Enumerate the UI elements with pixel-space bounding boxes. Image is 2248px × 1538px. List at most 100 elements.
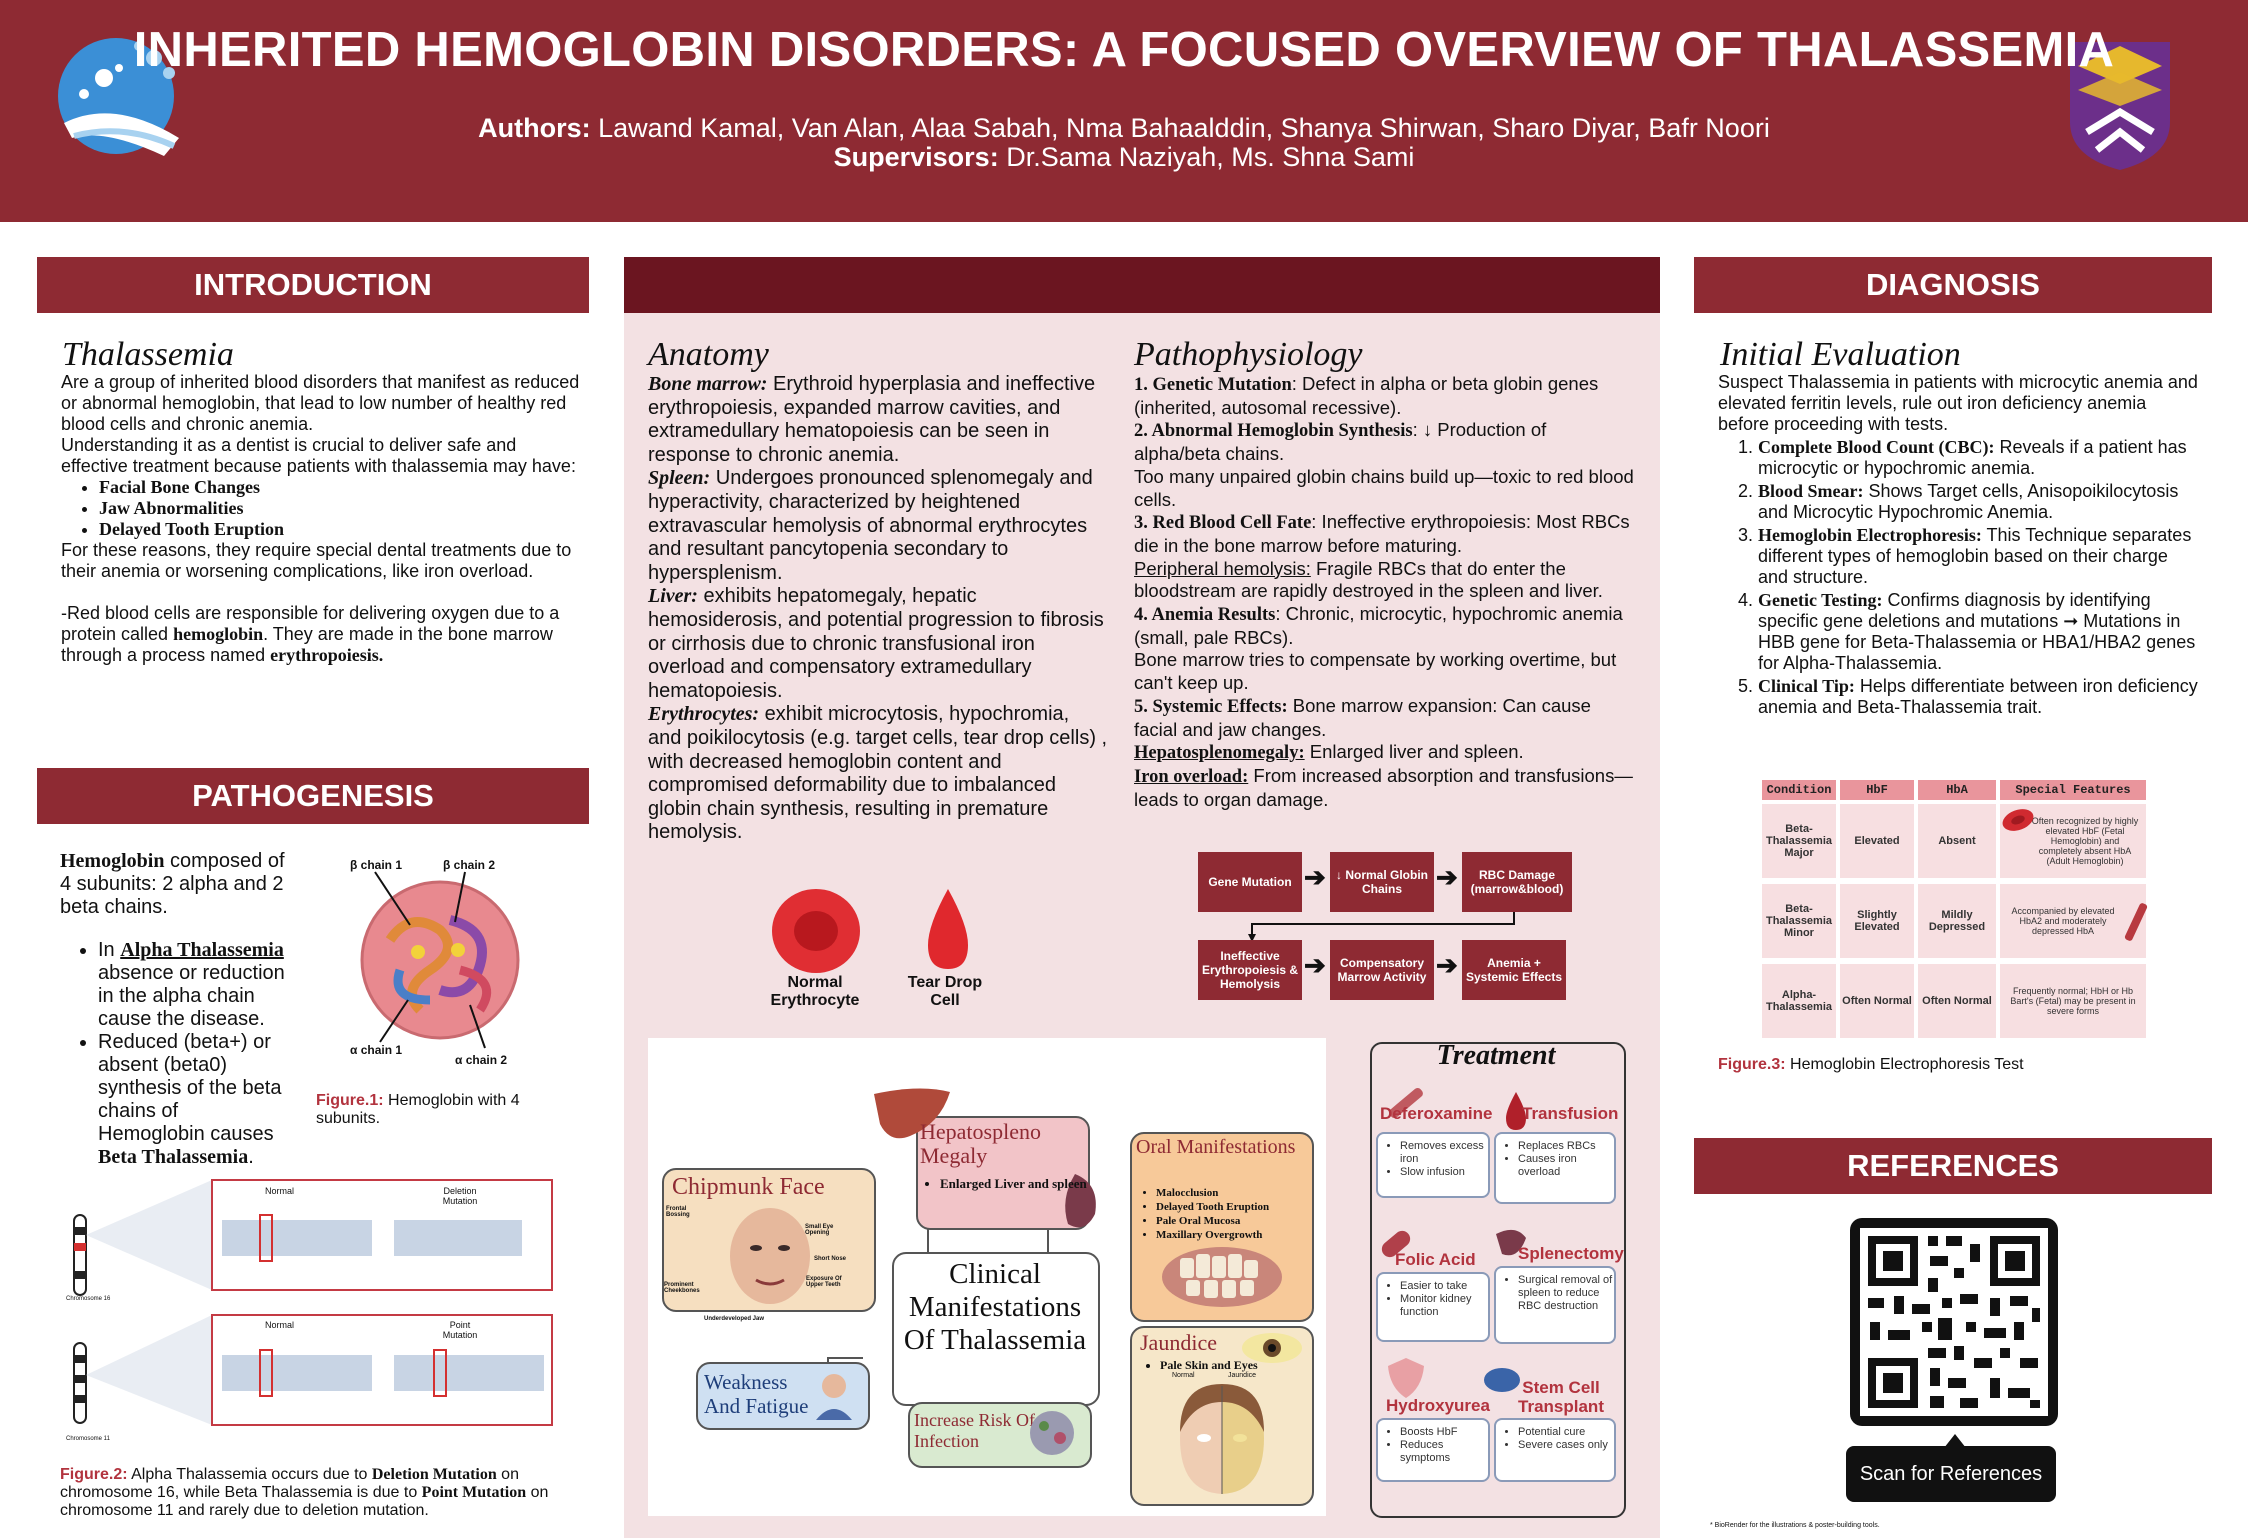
patho-step-2-more: Too many unpaired globin chains build up… <box>1134 465 1634 510</box>
intro-bullet: Facial Bone Changes <box>99 477 581 498</box>
table-header-hba: HbA <box>1918 780 1996 800</box>
table-cell: Accompanied by elevated HbA2 and moderat… <box>2000 884 2146 958</box>
figure-1-caption: Figure.1: Hemoglobin with 4 subunits. <box>316 1092 556 1128</box>
hepatosplenomegaly-item: Enlarged Liver and spleen <box>940 1176 1090 1191</box>
university-crest-icon <box>2070 42 2170 170</box>
intro-text: Are a group of inherited blood disorders… <box>61 372 581 666</box>
patho-step-3-text: : Ineffective erythropoiesis: Most RBCs … <box>1134 511 1630 556</box>
diagnosis-step-label: Hemoglobin Electrophoresis: <box>1758 525 1982 545</box>
table-cell: Absent <box>1918 804 1996 878</box>
treatment-deferoxamine-box: Removes excess ironSlow infusion <box>1376 1132 1490 1198</box>
table-cell: Mildly Depressed <box>1918 884 1996 958</box>
weakness-title: Weakness And Fatigue <box>704 1370 809 1418</box>
spleen-para: Spleen: Undergoes pronounced splenomegal… <box>648 467 1108 585</box>
hepatosplenomegaly-term: Hepatosplenomegaly: <box>1134 743 1305 764</box>
oral-manifestations-list: Malocclusion Delayed Tooth Eruption Pale… <box>1136 1186 1326 1242</box>
intro-bullet: Jaw Abnormalities <box>99 498 581 519</box>
initial-evaluation-heading: Initial Evaluation <box>1720 336 1961 373</box>
beta-bullet-c: . <box>248 1146 254 1168</box>
diagnosis-step-text: Reveals if a patient has microcytic or h… <box>1758 437 2187 478</box>
flow-arrow-icon: ➔ <box>1436 950 1458 980</box>
patho-step-1-text: : Defect in alpha or beta globin genes (… <box>1134 373 1599 418</box>
flow-compensatory-marrow: Compensatory Marrow Activity <box>1330 940 1434 1000</box>
diagnosis-step: Clinical Tip: Helps differentiate betwee… <box>1758 676 2198 718</box>
cells-illustration <box>772 889 968 973</box>
scan-references-label: Scan for References <box>1846 1446 2056 1502</box>
diagnosis-step-text: Shows Target cells, Anisopoikilocytosis … <box>1758 481 2179 522</box>
flow-gene-mutation: Gene Mutation <box>1198 852 1302 912</box>
pathogenesis-bullets: In Alpha Thalassemia absence or reductio… <box>60 939 285 1169</box>
figure-2-caption: Figure.2: Alpha Thalassemia occurs due t… <box>60 1466 580 1520</box>
table-cell: Often Normal <box>1840 964 1914 1038</box>
table-cell: Beta-Thalassemia Major <box>1762 804 1836 878</box>
diagnosis-heading: DIAGNOSIS <box>1694 257 2212 313</box>
qr-code-icon[interactable] <box>1850 1218 2058 1426</box>
treatment-bullet: Replaces RBCs <box>1518 1140 1614 1153</box>
oral-manifestations-title: Oral Manifestations <box>1136 1136 1296 1158</box>
treatment-bullet: Reduces symptoms <box>1400 1439 1488 1465</box>
treatment-hydroxyurea-box: Boosts HbFReduces symptoms <box>1376 1418 1490 1482</box>
oral-item: Pale Oral Mucosa <box>1156 1214 1326 1228</box>
diagnosis-step-label: Blood Smear: <box>1758 481 1864 501</box>
tired-person-icon <box>816 1374 852 1420</box>
chromosome-11-label: Chromosome 11 <box>66 1436 110 1442</box>
diagnosis-step: Complete Blood Count (CBC): Reveals if a… <box>1758 437 2198 479</box>
footnote: * BioRender for the illustrations & post… <box>1710 1522 1880 1529</box>
diagnosis-step-label: Complete Blood Count (CBC): <box>1758 437 1995 457</box>
patho-step-3-more: Peripheral hemolysis: Fragile RBCs that … <box>1134 558 1634 603</box>
anatomy-text: Bone marrow: Erythroid hyperplasia and i… <box>648 373 1108 845</box>
beta-thalassemia-term: Beta Thalassemia <box>98 1146 249 1168</box>
erythrocytes-para: Erythrocytes: exhibit microcytosis, hypo… <box>648 703 1108 845</box>
diagnosis-step-text: This Technique separates different types… <box>1758 525 2192 587</box>
jaundice-face-illustration <box>1180 1384 1264 1494</box>
chip-label: Short Nose <box>814 1256 847 1262</box>
table-cell: Frequently normal; HbH or Hb Bart's (Fet… <box>2000 964 2146 1038</box>
patho-step-4-text: : Chronic, microcytic, hypochromic anemi… <box>1134 603 1623 648</box>
intro-p4: -Red blood cells are responsible for del… <box>61 603 581 666</box>
chip-label: Frontal Bossing <box>666 1206 690 1218</box>
supervisors-label: Supervisors: <box>833 142 999 172</box>
alpha-thalassemia-term: Alpha Thalassemia <box>120 939 284 961</box>
patho-step-4-more: Bone marrow tries to compensate by worki… <box>1134 649 1617 694</box>
treatment-heading: Treatment <box>1436 1040 1556 1071</box>
authors-block: Authors: Lawand Kamal, Van Alan, Alaa Sa… <box>0 114 2248 172</box>
flow-arrow-icon: ➔ <box>1436 862 1458 892</box>
patho-step-5-label: 5. Systemic Effects: <box>1134 696 1288 717</box>
patho-step-1: 1. Genetic Mutation: Defect in alpha or … <box>1134 373 1634 419</box>
flow-normal-globin: ↓ Normal Globin Chains <box>1330 852 1434 912</box>
normal-erythrocyte-label: Normal Erythrocyte <box>770 974 860 1009</box>
liver-para: Liver: exhibits hepatomegaly, hepatic he… <box>648 585 1108 703</box>
treatment-bullet: Causes iron overload <box>1518 1153 1614 1179</box>
table-cell: Elevated <box>1840 804 1914 878</box>
authors-list: Lawand Kamal, Van Alan, Alaa Sabah, Nma … <box>598 113 1770 143</box>
jaundice-jaundice-label: Jaundice <box>1228 1372 1257 1379</box>
patho-step-3: 3. Red Blood Cell Fate: Ineffective eryt… <box>1134 511 1634 557</box>
mutation-diagram <box>73 1179 553 1426</box>
table-cell: Alpha-Thalassemia <box>1762 964 1836 1038</box>
clinical-center-title: Clinical Manifestations Of Thalassemia <box>903 1258 1087 1356</box>
references-heading: REFERENCES <box>1694 1138 2212 1194</box>
poster-title: INHERITED HEMOGLOBIN DISORDERS: A FOCUSE… <box>133 23 2115 77</box>
intro-p4-c: . They are made in the bone marrow throu… <box>61 624 553 665</box>
iron-overload-line: Iron overload: From increased absorption… <box>1134 765 1634 811</box>
patho-step-5: 5. Systemic Effects: Bone marrow expansi… <box>1134 695 1634 741</box>
treatment-icons <box>1381 1087 1526 1398</box>
treatment-splenectomy-label: Splenectomy <box>1518 1244 1624 1263</box>
intro-p1: Are a group of inherited blood disorders… <box>61 372 580 434</box>
chipmunk-face-illustration <box>730 1208 810 1304</box>
patho-step-4-label: 4. Anemia Results <box>1134 605 1276 626</box>
alpha-bullet: In Alpha Thalassemia absence or reductio… <box>98 939 285 1031</box>
hemoglobin-term: hemoglobin <box>173 624 264 644</box>
chipmunk-face-title: Chipmunk Face <box>672 1174 825 1200</box>
figure-3-label: Figure.3: <box>1718 1056 1786 1073</box>
alpha-bullet-a: In <box>98 939 121 961</box>
chip-label: Underdeveloped Jaw <box>704 1316 765 1322</box>
diagnosis-text: Suspect Thalassemia in patients with mic… <box>1718 372 2198 720</box>
middle-panel-bar <box>624 257 1660 313</box>
infection-title: Increase Risk Of Infection <box>914 1410 1035 1451</box>
jaundice-item: Pale Skin and Eyes <box>1160 1358 1258 1373</box>
treatment-bullet: Monitor kidney function <box>1400 1293 1488 1319</box>
clinical-center-box <box>892 1252 1100 1406</box>
eye-icon <box>1242 1333 1302 1363</box>
figure-2-label: Figure.2: <box>60 1466 128 1483</box>
